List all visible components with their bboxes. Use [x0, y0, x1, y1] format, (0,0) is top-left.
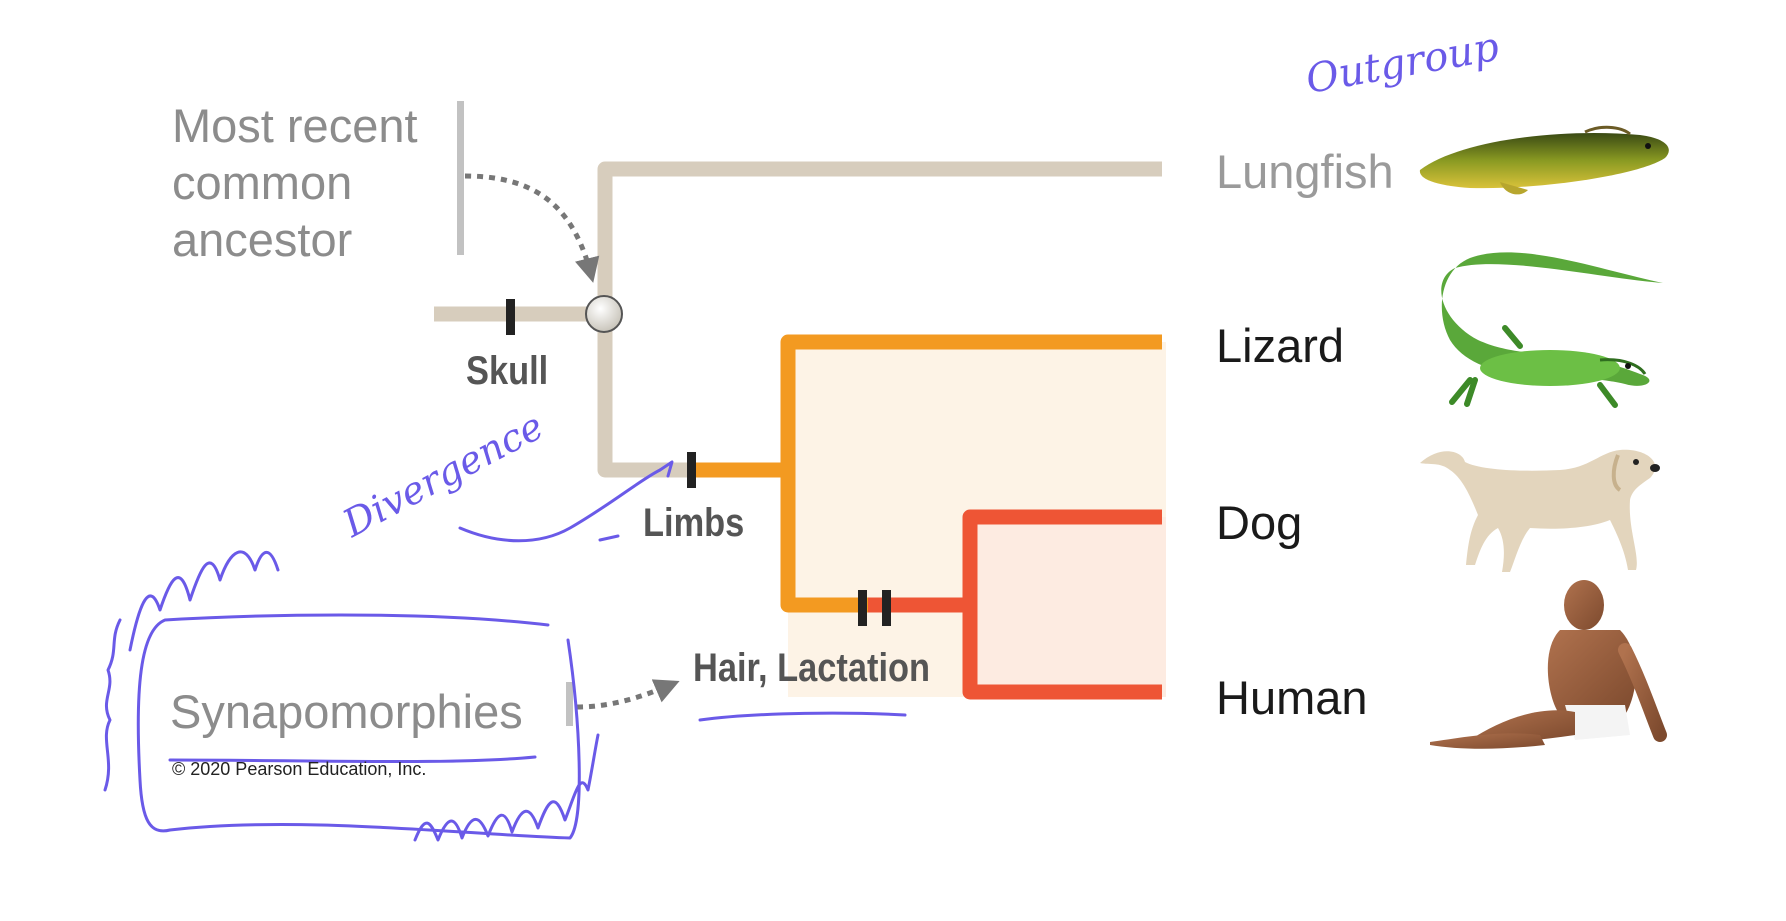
lungfish-picture [1419, 125, 1669, 195]
synapomorphies-label: Synapomorphies [170, 685, 523, 738]
taxon-lungfish-label: Lungfish [1216, 145, 1394, 198]
pen-annotations [103, 460, 907, 842]
taxon-dog-label: Dog [1216, 496, 1303, 549]
mammal-clade-shading [970, 517, 1166, 697]
copyright-text: © 2020 Pearson Education, Inc. [172, 759, 427, 779]
mrca-bracket [457, 101, 464, 255]
ancestor-node-icon [585, 295, 623, 333]
lactation-tick [882, 590, 891, 626]
human-picture [1430, 580, 1667, 749]
mrca-label: Most recent common ancestor [172, 99, 418, 266]
taxon-human-label: Human [1216, 671, 1368, 724]
synapomorphies-arrow [576, 679, 680, 710]
trait-limbs-label: Limbs [643, 501, 745, 545]
dog-picture [1420, 449, 1660, 572]
trait-hair-lactation-label: Hair, Lactation [693, 646, 931, 690]
taxon-lizard-label: Lizard [1216, 319, 1345, 372]
mrca-arrow [464, 173, 600, 283]
trait-skull-label: Skull [466, 349, 549, 393]
skull-tick [506, 299, 515, 335]
tetrapod-branches [688, 334, 1162, 613]
limbs-tick [687, 452, 696, 488]
synapomorphies-bracket [566, 682, 573, 726]
lizard-picture [1441, 252, 1663, 408]
hair-tick [858, 590, 867, 626]
